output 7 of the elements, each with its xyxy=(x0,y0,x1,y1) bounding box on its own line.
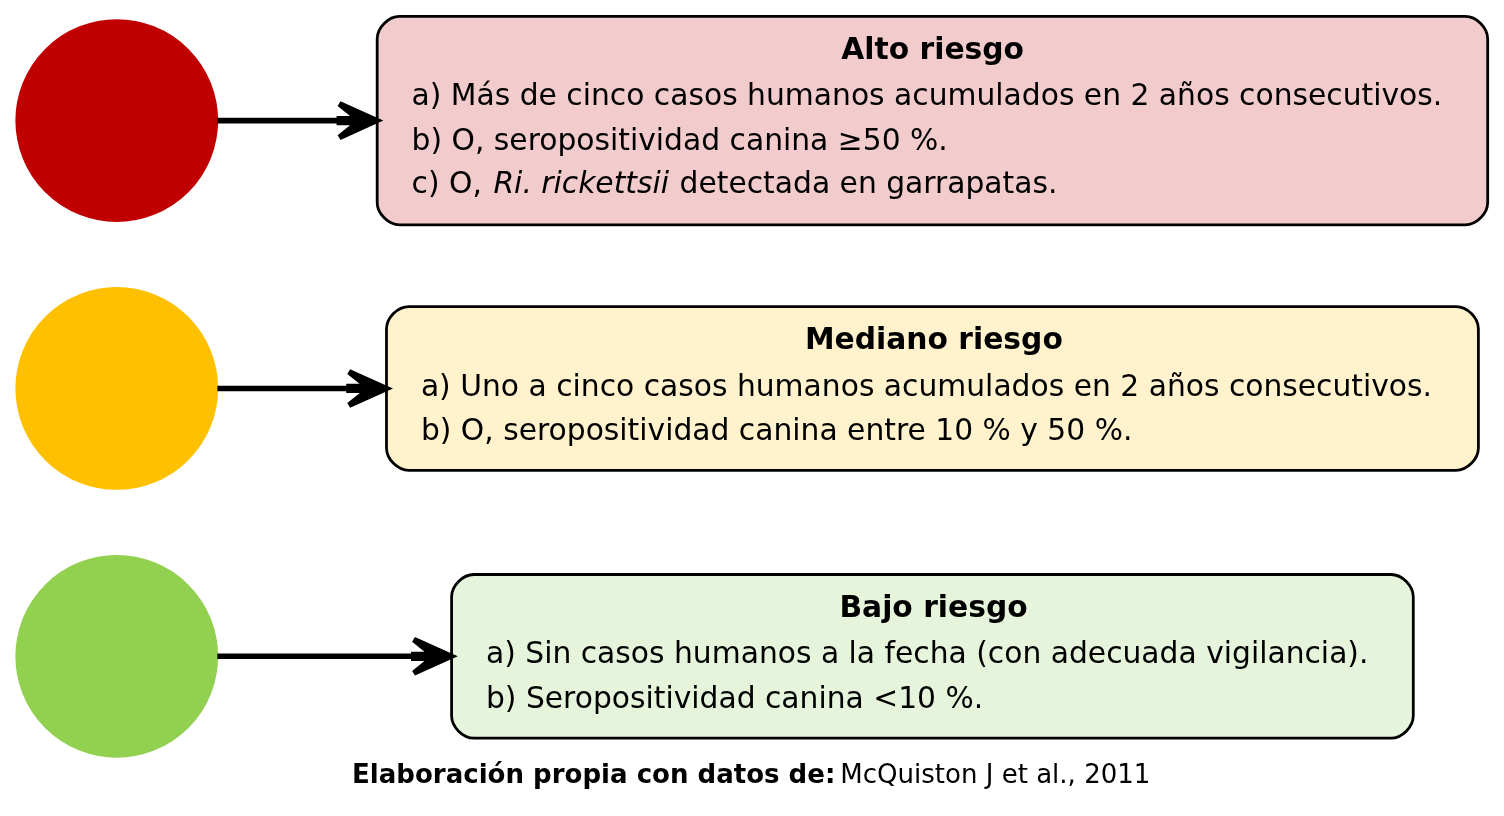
node-box: Mediano riesgo a) Uno a cinco casos humanos acumulados en 2 años consecutivos. b) O, seropositividad canina entre 10 % y 50 %. xyxy=(385,305,1480,472)
node-box: Bajo riesgo a) Sin casos humanos a la fecha (con adecuada vigilancia). b) Seropositividad canina <10 %. xyxy=(450,573,1415,740)
node-circle xyxy=(15,287,219,490)
caption: Elaboración propia con datos de: McQuiston J et al., 2011 xyxy=(352,759,1151,790)
node-circle xyxy=(15,554,219,758)
node-box: Alto riesgo a) Más de cinco casos humanos acumulados en 2 años consecutivos. b) O, seropositividad canina ≥50 %. c) O, Ri. rickettsii detectada en garrapatas. xyxy=(375,15,1490,227)
node-circle xyxy=(15,19,219,222)
